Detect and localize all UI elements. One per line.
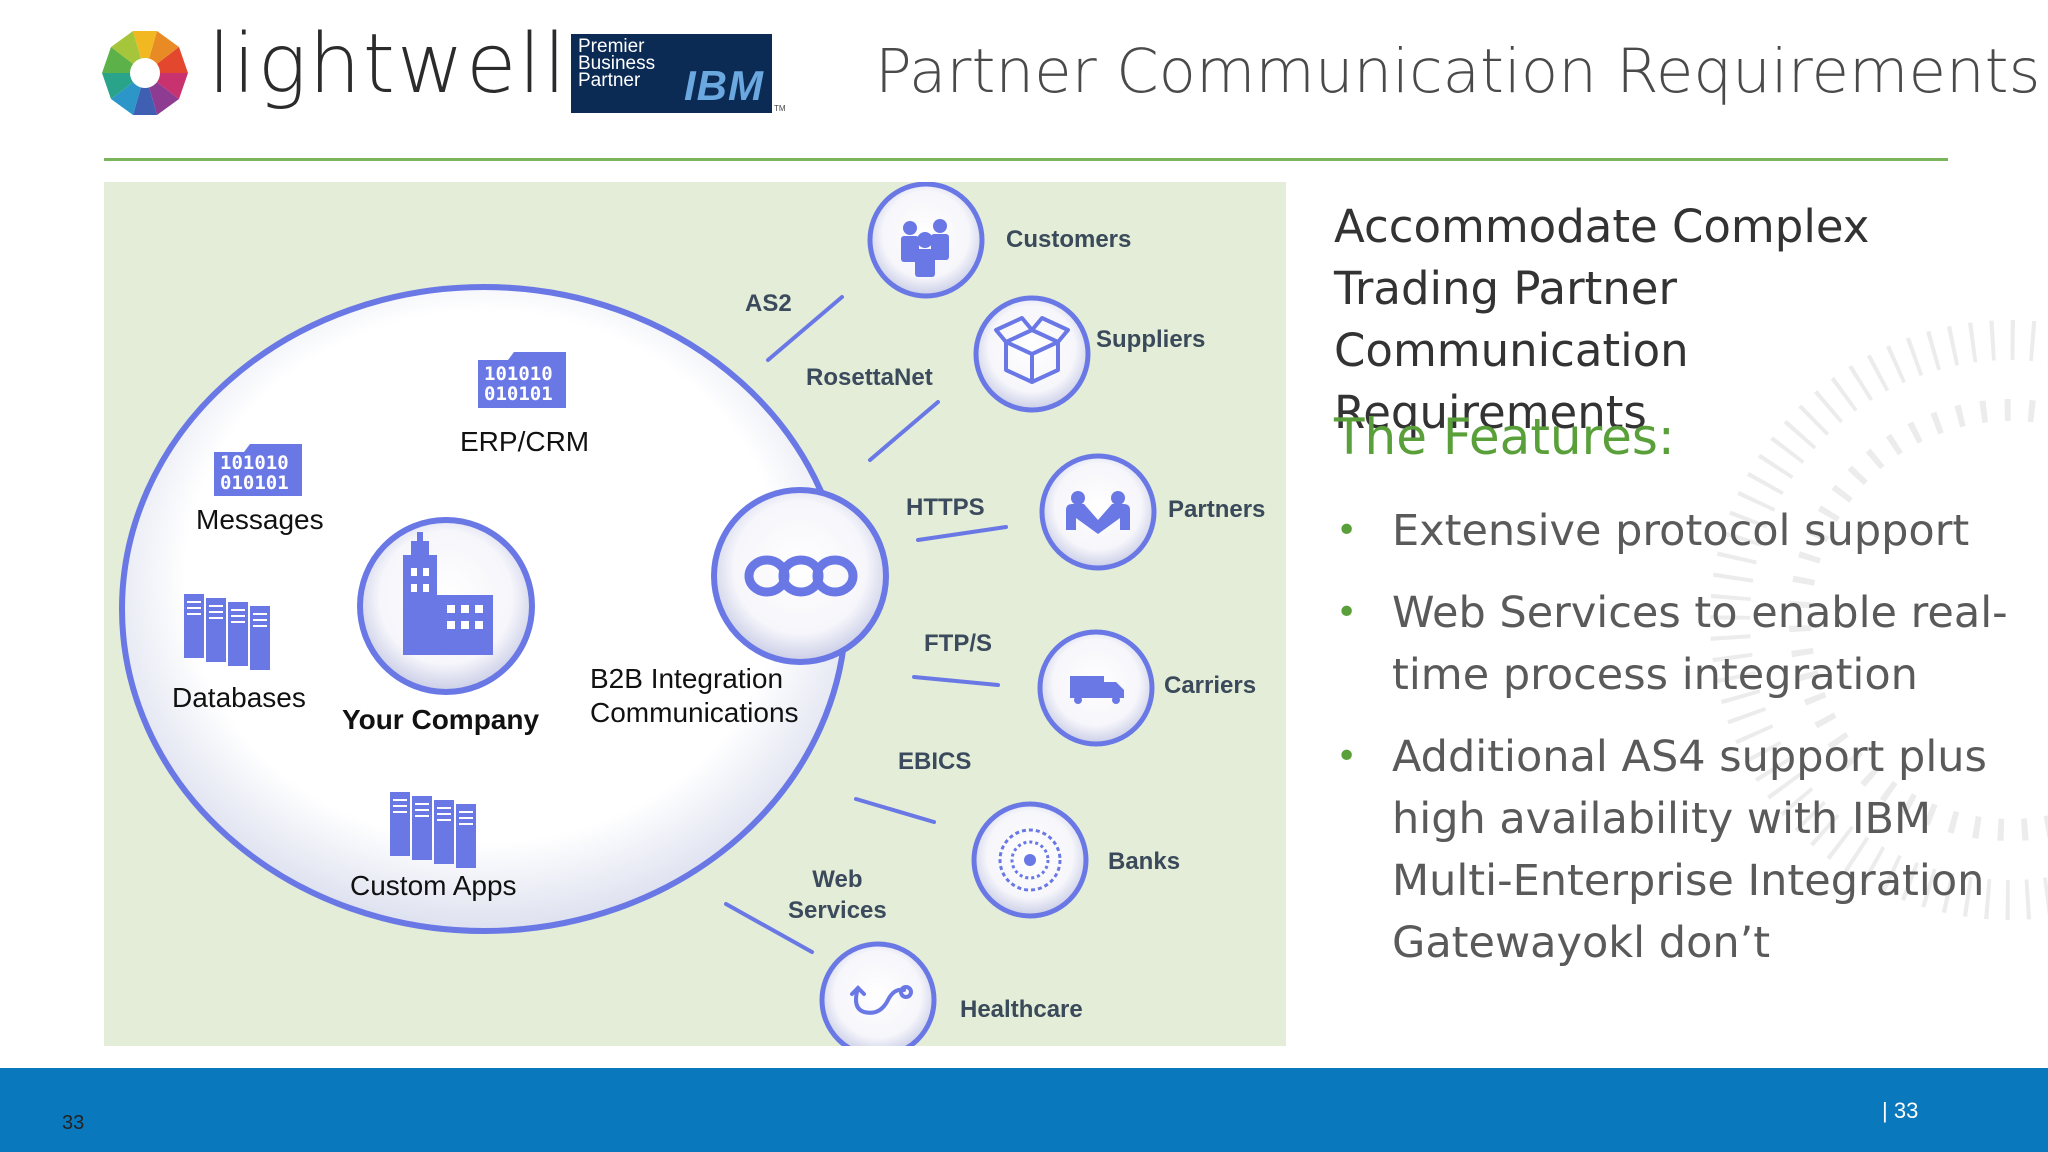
ibm-trademark: TM bbox=[774, 104, 786, 113]
chain-link-icon bbox=[744, 555, 858, 597]
messages-label: Messages bbox=[196, 504, 324, 535]
communication-diagram: 101010 010101 101010 010101 ERP/CRM Mess… bbox=[104, 182, 1286, 1046]
databases-label: Databases bbox=[172, 682, 306, 713]
bullet-icon: • bbox=[1336, 592, 1358, 633]
protocol-ftps: FTP/S bbox=[924, 630, 993, 657]
money-globe-icon bbox=[998, 828, 1062, 892]
people-icon bbox=[901, 219, 949, 277]
features-title: The Features: bbox=[1334, 408, 1675, 466]
protocol-ebics: EBICS bbox=[898, 748, 972, 775]
header-divider bbox=[104, 158, 1948, 161]
connector-healthcare bbox=[724, 902, 814, 954]
healthcare-node bbox=[819, 941, 937, 1046]
lightwell-wordmark: lightwell bbox=[208, 17, 568, 112]
your-company-label: Your Company bbox=[342, 704, 540, 735]
binary-text-messages: 101010 010101 bbox=[220, 452, 289, 494]
footer-bar bbox=[0, 1068, 2048, 1152]
bullet-icon: • bbox=[1336, 736, 1358, 777]
custom-apps-label: Custom Apps bbox=[350, 870, 517, 901]
diagram-canvas bbox=[119, 182, 1157, 1046]
box-icon bbox=[994, 316, 1070, 384]
page-number-left: 33 bbox=[62, 1112, 85, 1134]
banks-label: Banks bbox=[1108, 848, 1181, 875]
healthcare-label: Healthcare bbox=[960, 996, 1083, 1023]
binary-folder-icon-erp bbox=[478, 352, 566, 408]
lightwell-logo-icon bbox=[102, 31, 188, 115]
ibm-logo: IBM bbox=[684, 62, 764, 109]
section-heading: Accommodate Complex Trading Partner Comm… bbox=[1334, 200, 1870, 439]
ibm-partner-badge: Premier Business Partner IBM bbox=[571, 34, 772, 113]
b2b-hub-node bbox=[711, 487, 889, 665]
connector-banks bbox=[854, 797, 936, 824]
suppliers-label: Suppliers bbox=[1096, 326, 1206, 353]
connector-partners bbox=[916, 525, 1008, 542]
binary-folder-icon-messages bbox=[214, 444, 302, 496]
banks-node bbox=[971, 801, 1089, 919]
erp-crm-label: ERP/CRM bbox=[460, 426, 590, 457]
protocol-as2: AS2 bbox=[745, 290, 792, 317]
decorative-burst bbox=[1710, 320, 2048, 920]
b2b-integration-label: B2B Integration Communications bbox=[590, 663, 799, 728]
page-number-right: | 33 bbox=[1882, 1098, 1919, 1123]
bullet-icon: • bbox=[1336, 510, 1358, 551]
partners-label: Partners bbox=[1168, 496, 1266, 523]
truck-icon bbox=[1070, 676, 1124, 704]
badge-line-business: Business bbox=[578, 53, 656, 74]
slide-title: Partner Communication Requirements bbox=[875, 36, 2041, 107]
handshake-icon bbox=[1066, 491, 1130, 534]
connector-carriers bbox=[912, 675, 1000, 687]
feature-item: • Web Services to enable real-time proce… bbox=[1334, 582, 2014, 706]
feature-item: • Additional AS4 support plus high avail… bbox=[1334, 726, 2014, 974]
connector-customers bbox=[766, 295, 844, 362]
protocol-rosettanet: RosettaNet bbox=[806, 364, 933, 391]
your-company-node bbox=[357, 517, 535, 695]
protocol-web-services: Web Services bbox=[788, 866, 887, 924]
customers-label: Customers bbox=[1006, 226, 1132, 253]
feature-list: • Extensive protocol support • Web Servi… bbox=[1334, 500, 2014, 994]
binary-text-erp: 101010 010101 bbox=[484, 363, 553, 405]
stethoscope-icon bbox=[850, 985, 913, 1015]
partners-node bbox=[1039, 453, 1157, 571]
badge-line-premier: Premier bbox=[578, 36, 645, 57]
protocol-https: HTTPS bbox=[906, 494, 985, 521]
suppliers-node bbox=[973, 295, 1091, 413]
connector-suppliers bbox=[868, 400, 940, 462]
badge-line-partner: Partner bbox=[578, 70, 641, 91]
carriers-node bbox=[1037, 629, 1155, 747]
customers-node bbox=[867, 182, 985, 299]
carriers-label: Carriers bbox=[1164, 672, 1257, 699]
feature-item: • Extensive protocol support bbox=[1334, 500, 2014, 562]
